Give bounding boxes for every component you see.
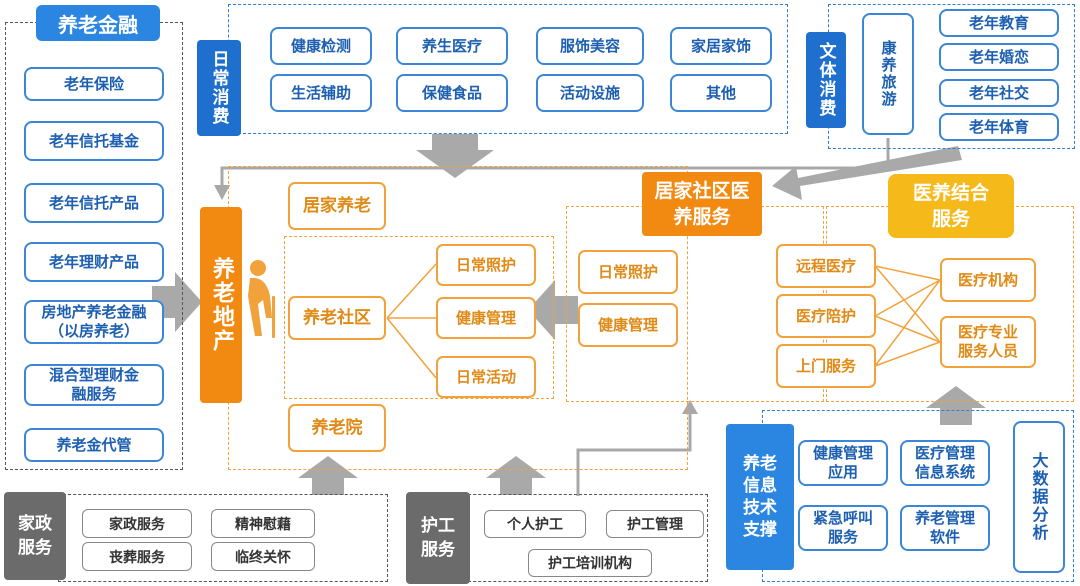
finance-item-insurance[interactable]: 老年保险 — [24, 67, 164, 101]
community-item-daily-activity[interactable]: 日常活动 — [436, 356, 536, 398]
info-item-care-software[interactable]: 养老管理软件 — [900, 505, 990, 551]
housekeeping-item-domestic[interactable]: 家政服务 — [82, 509, 192, 538]
housekeeping-item-hospice[interactable]: 临终关怀 — [211, 542, 315, 571]
community-item-health-mgmt[interactable]: 健康管理 — [436, 297, 536, 339]
daily-item-home-decor[interactable]: 家居家饰 — [670, 27, 772, 65]
realestate-title: 养老地产 — [209, 257, 234, 353]
finance-item-trust-fund[interactable]: 老年信托基金 — [24, 121, 164, 161]
finance-item-hybrid[interactable]: 混合型理财金融服务 — [24, 364, 164, 406]
community-fan-lines — [386, 263, 437, 379]
housekeeping-item-funeral[interactable]: 丧葬服务 — [82, 542, 192, 571]
culture-diagonal-arrow — [772, 146, 962, 200]
info-up-arrow — [926, 386, 986, 425]
medical-title: 医养结合服务 — [888, 174, 1014, 238]
nursing-item-training[interactable]: 护工培训机构 — [528, 549, 652, 577]
medical-cross-lines — [874, 265, 941, 367]
info-item-emergency-call[interactable]: 紧急呼叫服务 — [798, 505, 888, 551]
daily-panel — [228, 4, 788, 134]
culture-item-romance[interactable]: 老年婚恋 — [939, 43, 1059, 71]
culture-tourism[interactable]: 康养旅游 — [862, 13, 914, 135]
community-item-daily-care[interactable]: 日常照护 — [436, 244, 536, 286]
housekeeping-title: 家政服务 — [4, 492, 66, 580]
culture-item-sports[interactable]: 老年体育 — [939, 113, 1059, 141]
medical-item-remote[interactable]: 远程医疗 — [776, 244, 876, 288]
daily-item-apparel[interactable]: 服饰美容 — [536, 27, 644, 65]
finance-item-wealth-product[interactable]: 老年理财产品 — [24, 242, 164, 282]
homecommunity-item-daily-care[interactable]: 日常照护 — [578, 250, 678, 294]
info-item-medical-system[interactable]: 医疗管理信息系统 — [900, 440, 990, 486]
nursing-item-personal[interactable]: 个人护工 — [484, 510, 586, 538]
info-bigdata[interactable]: 大数据分析 — [1013, 421, 1065, 573]
culture-item-social[interactable]: 老年社交 — [939, 79, 1059, 107]
community-panel — [284, 236, 554, 399]
finance-right-arrow — [152, 272, 202, 332]
finance-item-trust-product[interactable]: 老年信托产品 — [24, 183, 164, 223]
finance-item-reverse-mortgage[interactable]: 房地产养老金融（以房养老） — [24, 300, 164, 344]
housekeeping-up-arrow — [298, 456, 358, 495]
home-care-box[interactable]: 居家养老 — [288, 182, 386, 230]
nursing-item-management[interactable]: 护工管理 — [606, 510, 704, 538]
daily-item-facilities[interactable]: 活动设施 — [536, 74, 644, 112]
info-item-health-app[interactable]: 健康管理应用 — [798, 440, 888, 486]
medical-item-professionals[interactable]: 医疗专业服务人员 — [940, 316, 1036, 368]
culture-title: 文体消费 — [806, 32, 846, 128]
finance-item-pension-custody[interactable]: 养老金代管 — [24, 428, 164, 462]
nursing-title: 护工服务 — [406, 492, 470, 584]
culture-item-education[interactable]: 老年教育 — [939, 9, 1059, 37]
daily-item-health-food[interactable]: 保健食品 — [396, 74, 508, 112]
housekeeping-item-spiritual[interactable]: 精神慰藉 — [211, 509, 315, 538]
nursing-up-arrow — [486, 456, 546, 495]
daily-item-other[interactable]: 其他 — [670, 74, 772, 112]
daily-item-health-check[interactable]: 健康检测 — [270, 27, 372, 65]
nursing-connector-line — [576, 412, 692, 496]
nursing-home-box[interactable]: 养老院 — [288, 404, 386, 452]
medical-item-institution[interactable]: 医疗机构 — [940, 258, 1036, 302]
daily-title: 日常消费 — [197, 40, 241, 136]
realestate-title-box — [200, 207, 242, 403]
community-box[interactable]: 养老社区 — [288, 296, 386, 340]
daily-item-living-aid[interactable]: 生活辅助 — [270, 74, 372, 112]
medical-item-escort[interactable]: 医疗陪护 — [776, 294, 876, 338]
info-title: 养老信息技术支撑 — [726, 424, 794, 570]
homecommunity-item-health-mgmt[interactable]: 健康管理 — [578, 303, 678, 347]
finance-title: 养老金融 — [36, 5, 160, 41]
daily-down-arrow — [416, 134, 494, 178]
medical-item-home-visit[interactable]: 上门服务 — [776, 344, 876, 388]
homecommunity-title: 居家社区医养服务 — [642, 172, 762, 236]
culture-connector-line — [220, 138, 890, 185]
daily-item-wellness[interactable]: 养生医疗 — [396, 27, 508, 65]
